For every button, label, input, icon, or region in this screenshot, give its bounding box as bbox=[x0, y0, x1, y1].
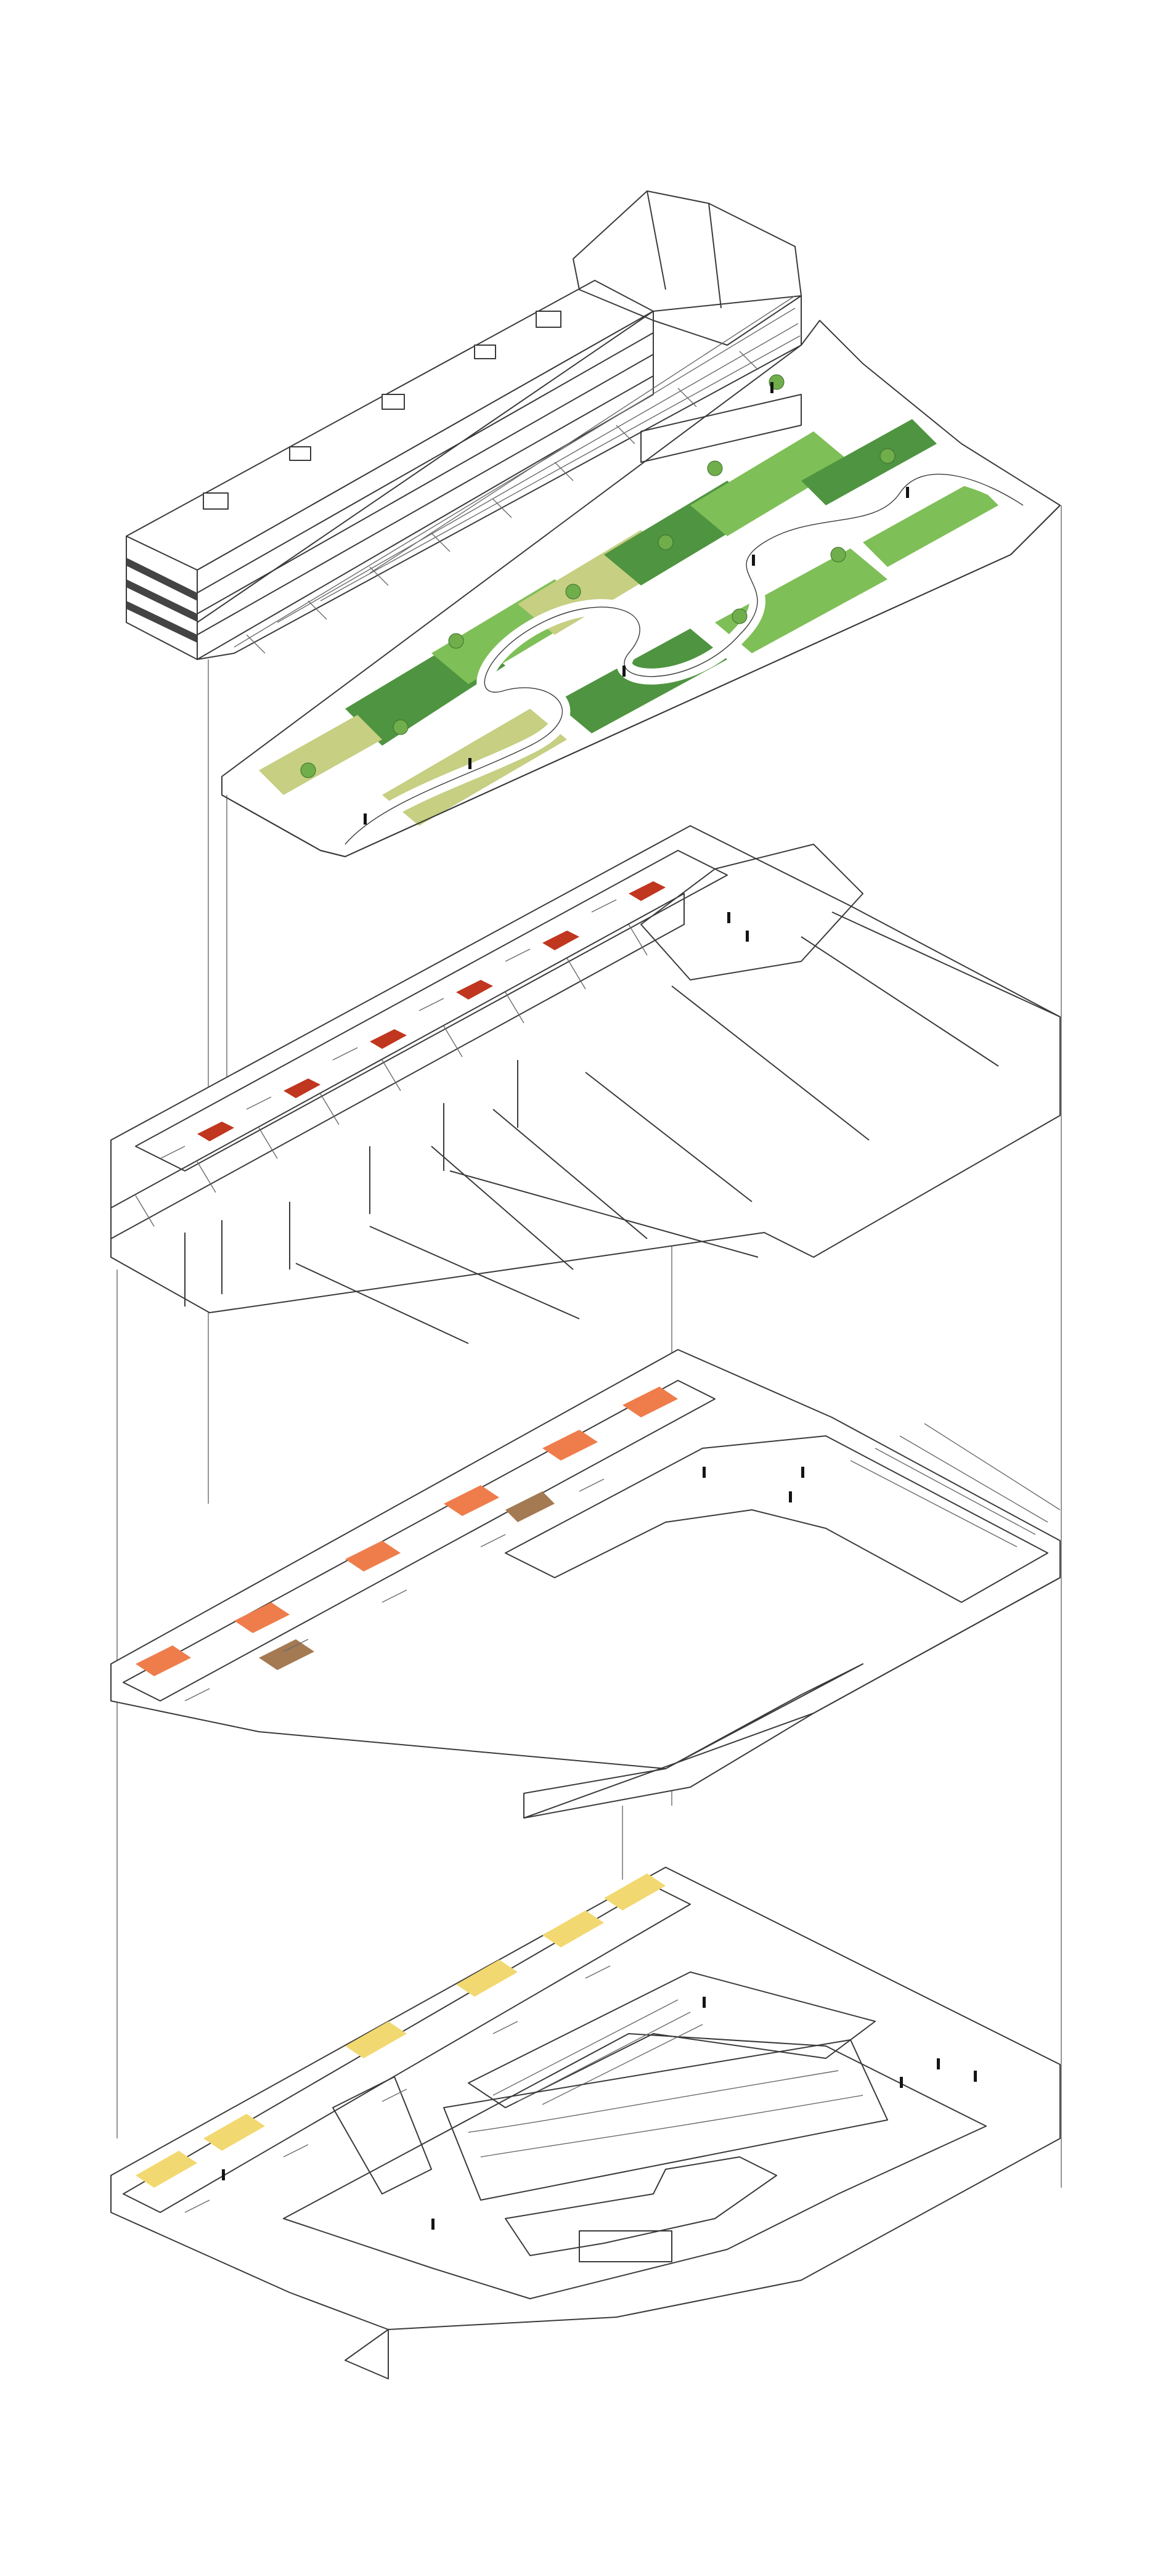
upper-floor-layer bbox=[110, 825, 1061, 1344]
facade-lattice bbox=[197, 295, 802, 660]
person-icon bbox=[431, 2219, 435, 2230]
middle-brown-floor bbox=[505, 1435, 1048, 1603]
person-icon bbox=[468, 758, 471, 769]
rooftop-units bbox=[203, 311, 561, 510]
tree-icon bbox=[300, 762, 316, 778]
ground-brown-floor bbox=[283, 2033, 987, 2299]
middle-coral-rooms bbox=[136, 1387, 678, 1676]
person-icon bbox=[937, 2058, 940, 2069]
green-landscape bbox=[221, 320, 1061, 857]
person-icon bbox=[222, 2169, 225, 2180]
upper-floor-beams bbox=[295, 1170, 759, 1344]
person-icon bbox=[727, 912, 730, 923]
person-icon bbox=[752, 555, 755, 566]
upper-orange-hall bbox=[640, 844, 863, 980]
ground-floor-pool-layer bbox=[110, 1867, 1061, 2379]
ground-yellow-rooms bbox=[136, 1873, 666, 2188]
person-icon bbox=[746, 931, 749, 942]
tree-icon bbox=[658, 534, 674, 550]
ground-stepped-seating bbox=[468, 1971, 876, 2108]
secondary-pool bbox=[505, 2156, 777, 2256]
main-pool bbox=[443, 2039, 888, 2201]
glass-pool-box bbox=[579, 2230, 672, 2262]
person-icon bbox=[703, 1467, 706, 1478]
person-icon bbox=[900, 2077, 903, 2088]
person-icon bbox=[622, 666, 626, 677]
side-pool bbox=[332, 2076, 432, 2195]
person-icon bbox=[974, 2071, 977, 2082]
person-icon-group bbox=[364, 382, 909, 825]
tree-icon bbox=[830, 547, 846, 563]
tree-icon bbox=[707, 460, 723, 476]
tree-icon bbox=[448, 633, 464, 649]
tree-icon bbox=[393, 719, 409, 735]
person-icon bbox=[906, 487, 909, 498]
middle-stepped-seating bbox=[850, 1423, 1061, 1547]
tree-icon bbox=[565, 584, 581, 600]
roof-landscape-layer bbox=[126, 190, 1061, 857]
person-icon bbox=[364, 813, 367, 825]
slab-floor-stripes bbox=[126, 332, 654, 643]
upper-columns bbox=[184, 1060, 518, 1306]
upper-ramps bbox=[431, 911, 1061, 1270]
person-icon bbox=[770, 382, 773, 393]
tree-icon bbox=[879, 448, 896, 464]
person-icon bbox=[703, 1997, 706, 2008]
person-icon bbox=[789, 1491, 792, 1502]
tree-icon-group bbox=[300, 374, 896, 778]
middle-floor-layer bbox=[110, 1349, 1061, 1819]
upper-rooms bbox=[135, 850, 728, 1172]
tree-icon bbox=[732, 608, 748, 624]
person-icon bbox=[801, 1467, 804, 1478]
